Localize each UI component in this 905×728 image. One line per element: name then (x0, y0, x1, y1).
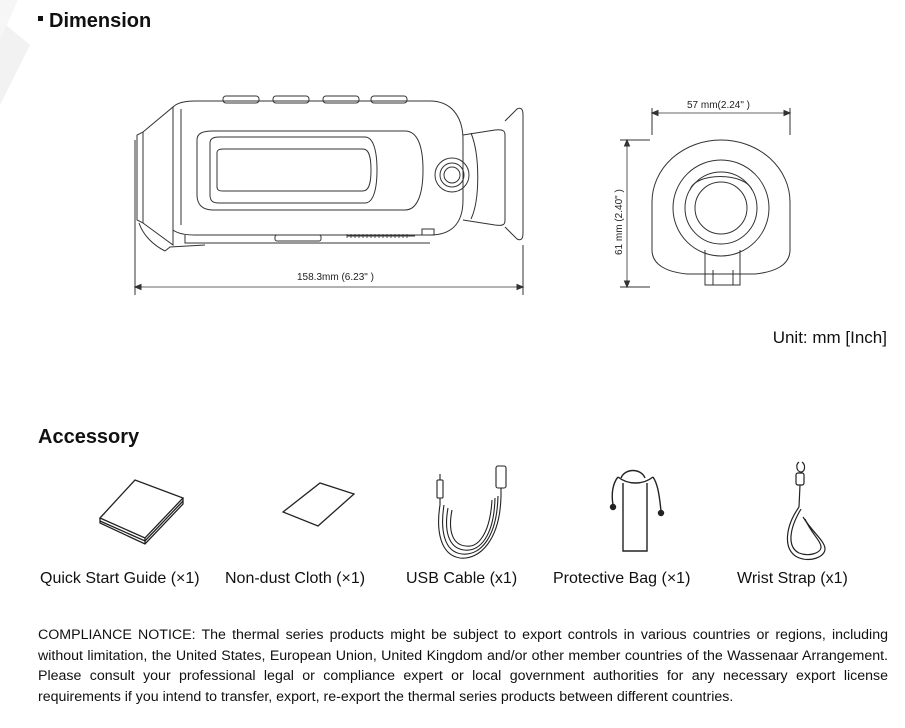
front-view-drawing: 57 mm(2.24" ) 61 mm (2.40" ) (614, 100, 792, 289)
non-dust-cloth-label: Non-dust Cloth (×1) (225, 570, 366, 587)
accessory-heading: Accessory (38, 426, 140, 448)
dimension-title-text: Dimension (49, 10, 152, 32)
corner-decoration (0, 0, 30, 105)
usb-cable-icon (436, 465, 507, 559)
wrist-strap-label: Wrist Strap (x1) (737, 570, 848, 587)
height-dimension-label: 61 mm (2.40" ) (614, 189, 625, 255)
cloth-icon (281, 482, 356, 527)
usb-cable-label: USB Cable (x1) (406, 570, 518, 587)
compliance-notice: COMPLIANCE NOTICE: The thermal series pr… (38, 627, 888, 705)
length-dimension-label: 158.3mm (6.23" ) (297, 272, 374, 283)
side-view-drawing: 158.3mm (6.23" ) (133, 95, 525, 295)
unit-note: Unit: mm [Inch] (772, 328, 887, 347)
width-dimension-label: 57 mm(2.24" ) (687, 100, 750, 111)
protective-bag-icon (609, 469, 665, 552)
booklet-icon (98, 479, 185, 545)
wrist-strap-icon (786, 461, 826, 561)
protective-bag-label: Protective Bag (×1) (553, 570, 691, 587)
bullet-icon (38, 16, 43, 22)
dimension-heading: Dimension (38, 10, 151, 33)
quick-start-guide-label: Quick Start Guide (×1) (40, 570, 200, 587)
